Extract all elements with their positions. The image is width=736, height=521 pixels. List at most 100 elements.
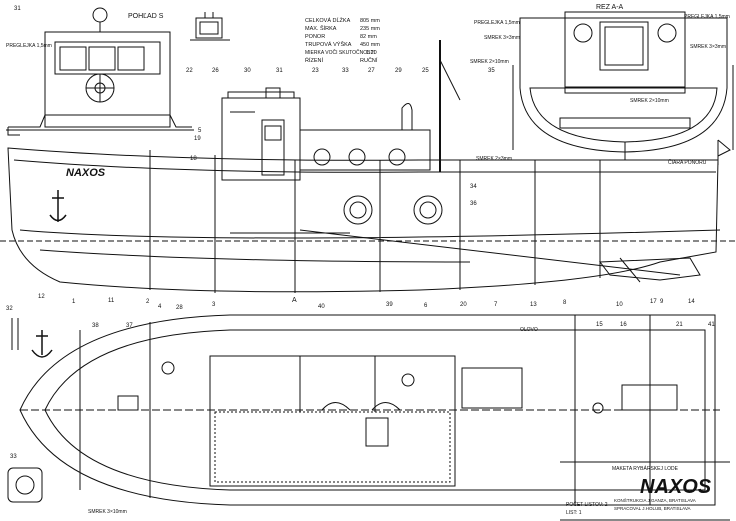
spec-value: RUČNÍ (360, 57, 378, 64)
front-view-s (6, 7, 194, 136)
part-number: 32 (6, 306, 13, 312)
part-number: 23 (312, 68, 319, 74)
winch-detail (190, 12, 230, 41)
olovo-label: OLOVO (520, 327, 538, 333)
part-number: 25 (422, 68, 429, 74)
part-number: 33 (10, 454, 17, 460)
lifebuoy-2 (413, 195, 443, 225)
part-number: 30 (244, 68, 251, 74)
spec-value: 235 mm (360, 26, 380, 32)
lifebuoy-detail (7, 467, 43, 503)
title-main: NAXOS (640, 476, 712, 498)
part-number: 34 (470, 184, 477, 190)
part-number: 19 (194, 136, 201, 142)
spec-name: ŘÍZENÍ (305, 56, 324, 64)
side-profile (0, 40, 736, 293)
view-s-label: POHĽAD S (128, 13, 164, 20)
frame-label: SMREK 2×3mm (476, 156, 512, 162)
part-number: 9 (660, 299, 664, 305)
spec-name: CELKOVÁ DĹŽKA (305, 16, 351, 24)
part-number: 38 (92, 323, 99, 329)
spec-value: 82 mm (360, 34, 377, 40)
front-mast-light (92, 7, 108, 23)
part-number: 28 (176, 305, 183, 311)
title-block: MAKETA RYBÁRSKEJ LODE NAXOS KONŠTRUKCIA … (566, 465, 712, 516)
title-sheet: LIST: 1 (566, 510, 582, 516)
title-line2: SPRACOVAL J.HOLUB, BRATISLAVA (614, 506, 691, 511)
part-number: 20 (460, 302, 467, 308)
part-number: 26 (212, 68, 219, 74)
part-number: 11 (108, 298, 115, 304)
left-details (7, 318, 53, 503)
part-number: 8 (563, 300, 567, 306)
frame-label: PREGLEJKA 1,5mm (684, 14, 730, 20)
label-a: A (292, 297, 297, 304)
part-number: 3 (212, 302, 216, 308)
part-number: 4 (158, 304, 162, 310)
title-subtitle: MAKETA RYBÁRSKEJ LODE (612, 465, 679, 472)
part-number: 7 (494, 302, 498, 308)
spec-value: 805 mm (360, 18, 380, 24)
section-label: REZ A-A (596, 4, 624, 11)
hull-name-label: NAXOS (66, 167, 106, 179)
frame-label: SMREK 2×10mm (470, 59, 509, 65)
part-number: 10 (616, 302, 623, 308)
deck-plan (19, 314, 720, 506)
part-numbers: 31 22 26 30 31 23 33 27 29 25 35 19 18 3… (6, 6, 715, 460)
part-number: 21 (676, 322, 683, 328)
lifebuoy-1 (343, 195, 373, 225)
spec-value: 1:20 (366, 50, 377, 56)
part-number: 1 (72, 299, 76, 305)
deck-hatch-1 (461, 367, 523, 409)
part-number: 33 (342, 68, 349, 74)
spec-name: MIERKA VOČI SKUTOČNOSTI (305, 49, 375, 56)
anchor-detail (31, 330, 53, 358)
section-labels: PREGLEJKA 1,5mm SMREK 3×3mm PREGLEJKA 1,… (470, 14, 730, 162)
deckhouse (299, 129, 431, 171)
part-number: 14 (688, 299, 695, 305)
spec-name: MAX. ŠÍRKA (305, 25, 337, 32)
specs-table: CELKOVÁ DĹŽKA 805 mm MAX. ŠÍRKA 235 mm P… (305, 16, 380, 64)
part-number: 12 (38, 294, 45, 300)
front-preglejka-label: PREGLEJKA 1,5mm (6, 43, 52, 49)
part-number: 36 (470, 201, 477, 207)
part-number: 16 (620, 322, 627, 328)
part-number: 29 (395, 68, 402, 74)
waterline-label: ČIARA PONORU (668, 159, 707, 166)
spec-name: TRUPOVÁ VÝŠKA (305, 41, 352, 48)
part-number: 18 (190, 156, 197, 162)
spec-name: PONOR (305, 34, 325, 40)
part-number: 37 (126, 323, 133, 329)
section-a-a (512, 11, 734, 160)
frame-label: SMREK 3×3mm (484, 35, 520, 41)
section-hull-outline (519, 17, 728, 153)
part-number: 15 (596, 322, 603, 328)
bottom-smrek-label: SMREK 3×10mm (88, 509, 127, 515)
frame-label: SMREK 2×10mm (630, 98, 669, 104)
part-number: 22 (186, 68, 193, 74)
section-cabin (564, 11, 686, 88)
part-number: 2 (146, 299, 150, 305)
spec-value: 450 mm (360, 42, 380, 48)
part-number: 35 (488, 68, 495, 74)
part-number: 39 (386, 302, 393, 308)
part-number: 6 (424, 303, 428, 309)
title-sheets: POČET LISTOV: 2 (566, 501, 608, 508)
deck-cabin-opening (209, 355, 456, 487)
part-number: 17 (650, 299, 657, 305)
title-line1: KONŠTRUKCIA J.GANZA, BRATISLAVA (614, 497, 696, 503)
front-view-cabin (44, 31, 171, 128)
wheelhouse (221, 97, 301, 181)
part-number: 5 (198, 128, 202, 134)
frame-label: PREGLEJKA 1,5mm (474, 20, 520, 26)
part-number: 31 (14, 6, 21, 12)
part-number: 27 (368, 68, 375, 74)
anchor-side (49, 190, 67, 222)
part-number: 40 (318, 304, 325, 310)
part-number: 13 (530, 302, 537, 308)
frame-label: SMREK 3×3mm (690, 44, 726, 50)
hull-profile-outline (7, 147, 719, 293)
part-number: 31 (276, 68, 283, 74)
part-number: 41 (708, 322, 715, 328)
